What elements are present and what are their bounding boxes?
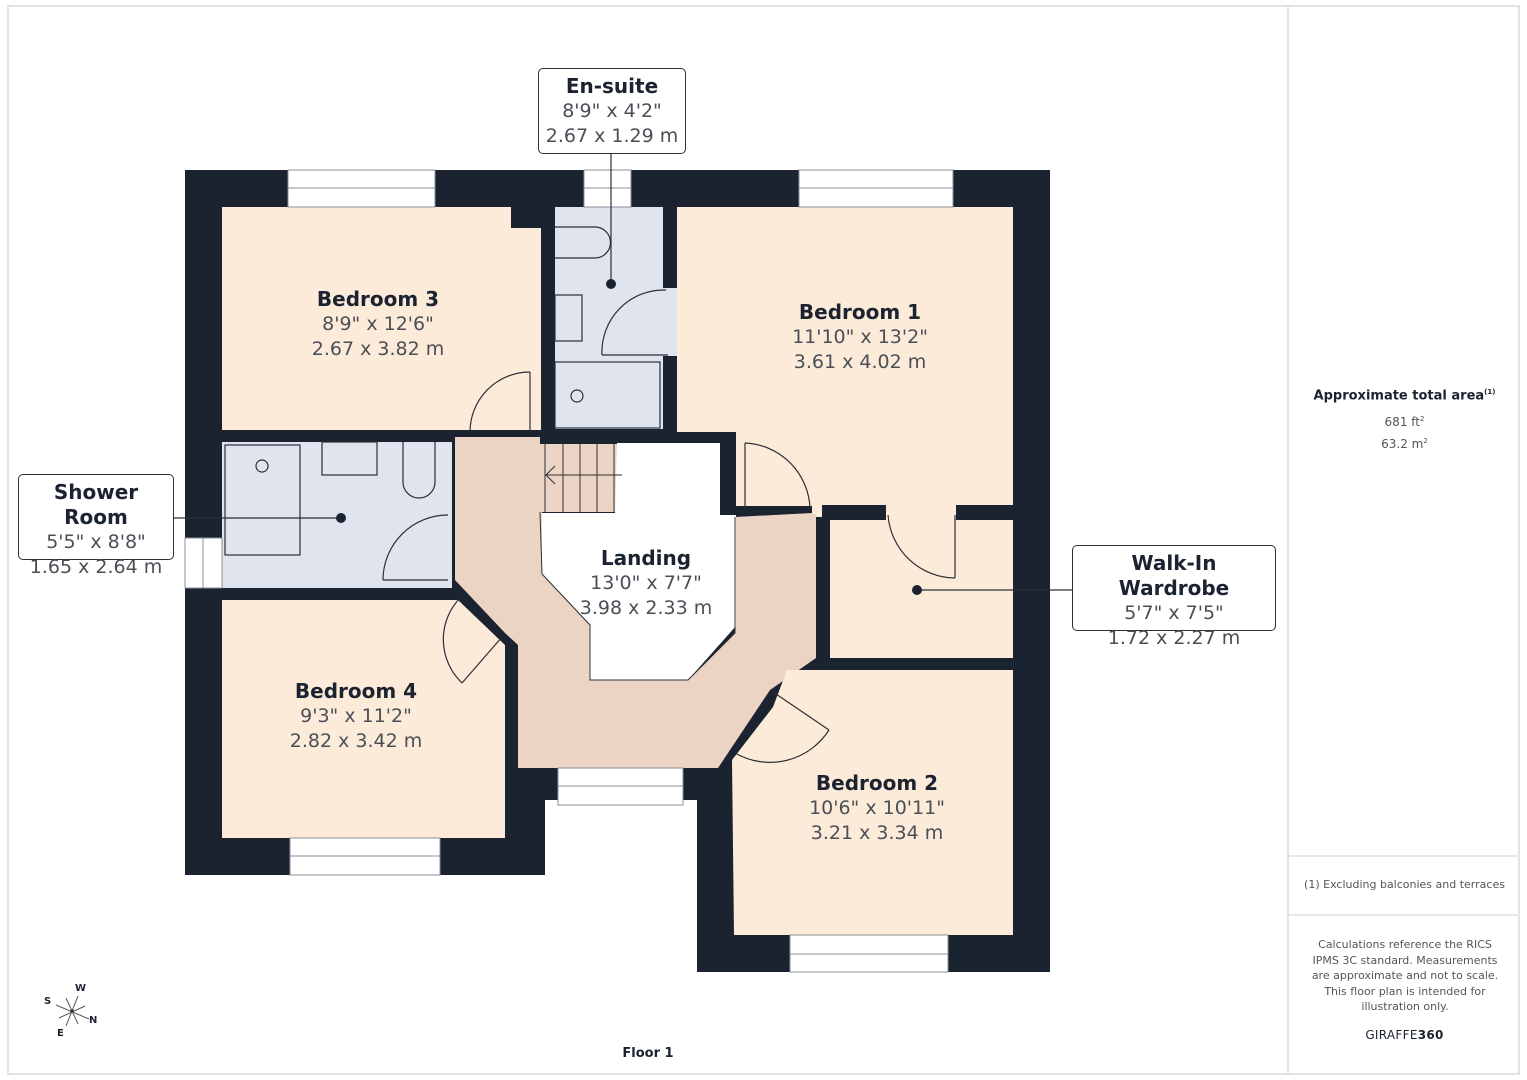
room-imperial: 11'10" x 13'2" — [792, 326, 928, 348]
room-imperial: 5'5" x 8'8" — [46, 531, 146, 553]
brand-logo: GIRAFFE360 — [1365, 1028, 1444, 1042]
landing-floor — [455, 437, 816, 768]
room-name: Bedroom 4 — [294, 679, 418, 703]
shower-room-sink — [321, 441, 378, 476]
bedroom3-floor — [222, 207, 541, 430]
disclaimer: Calculations reference the RICS IPMS 3C … — [1311, 938, 1499, 1013]
room-metric: 1.72 x 2.27 m — [1107, 627, 1241, 649]
sidebar-divider — [1287, 5, 1289, 1075]
floor-label: Floor 1 — [622, 1046, 674, 1061]
landing-void — [542, 443, 736, 680]
room-name: Walk-In Wardrobe — [1118, 551, 1230, 600]
room-metric: 3.21 x 3.34 m — [810, 822, 944, 844]
shower-tray — [224, 444, 301, 556]
room-metric: 2.67 x 1.29 m — [545, 125, 679, 147]
bedroom4-floor — [222, 600, 505, 838]
bedroom2-floor — [732, 670, 1013, 935]
room-label-shower-room: Shower Room 5'5" x 8'8" 1.65 x 2.64 m — [18, 474, 174, 578]
label-connectors — [174, 154, 1072, 591]
room-label-walk-in-wardrobe: Walk-In Wardrobe 5'7" x 7'5" 1.72 x 2.27… — [1072, 545, 1276, 649]
bedroom1-floor — [677, 207, 1013, 517]
compass-north: N — [89, 1015, 98, 1026]
compass-east: E — [57, 1028, 64, 1039]
room-metric: 2.67 x 3.82 m — [311, 338, 445, 360]
room-imperial: 8'9" x 12'6" — [322, 313, 434, 335]
room-imperial: 5'7" x 7'5" — [1124, 602, 1224, 624]
room-name: Landing — [600, 546, 692, 570]
room-label-bedroom2: Bedroom 2 10'6" x 10'11" 3.21 x 3.34 m — [809, 770, 945, 846]
area-title: Approximate total area(1) — [1313, 388, 1496, 404]
ensuite-shower — [554, 361, 661, 429]
room-name: Bedroom 3 — [316, 287, 440, 311]
room-label-bedroom1: Bedroom 1 11'10" x 13'2" 3.61 x 4.02 m — [792, 299, 928, 375]
room-name: Bedroom 2 — [815, 771, 939, 795]
footnote-marker: (1) — [1484, 388, 1496, 396]
area-footnote: (1) Excluding balconies and terraces — [1304, 878, 1505, 891]
room-imperial: 9'3" x 11'2" — [300, 705, 412, 727]
area-sqm: 63.2 m2 — [1381, 437, 1428, 451]
room-imperial: 13'0" x 7'7" — [590, 572, 702, 594]
doors — [382, 289, 956, 763]
room-imperial: 10'6" x 10'11" — [809, 797, 945, 819]
compass-south: S — [44, 996, 52, 1007]
compass-icon — [55, 995, 90, 1027]
label-dots — [336, 279, 922, 595]
area-sqft: 681 ft2 — [1384, 415, 1425, 429]
room-metric: 3.98 x 2.33 m — [579, 597, 713, 619]
room-name: En-suite — [565, 74, 659, 98]
room-name: Shower Room — [53, 480, 139, 529]
room-label-bedroom3: Bedroom 3 8'9" x 12'6" 2.67 x 3.82 m — [312, 286, 444, 362]
compass-west: W — [75, 983, 87, 994]
fixtures — [224, 226, 661, 556]
room-name: Bedroom 1 — [798, 300, 922, 324]
shower-room-toilet — [402, 442, 436, 499]
room-metric: 2.82 x 3.42 m — [289, 730, 423, 752]
room-label-landing: Landing 13'0" x 7'7" 3.98 x 2.33 m — [580, 545, 712, 621]
sidebar-divider-1 — [1289, 855, 1520, 857]
sidebar-divider-2 — [1289, 914, 1520, 916]
room-metric: 3.61 x 4.02 m — [793, 351, 927, 373]
room-label-bedroom4: Bedroom 4 9'3" x 11'2" 2.82 x 3.42 m — [290, 678, 422, 754]
page-frame — [7, 5, 1520, 1075]
room-metric: 1.65 x 2.64 m — [29, 556, 163, 578]
windows — [184, 169, 954, 973]
ensuite-sink — [554, 294, 583, 342]
staircase — [539, 444, 736, 681]
room-label-ensuite: En-suite 8'9" x 4'2" 2.67 x 1.29 m — [538, 68, 686, 154]
room-imperial: 8'9" x 4'2" — [562, 100, 662, 122]
